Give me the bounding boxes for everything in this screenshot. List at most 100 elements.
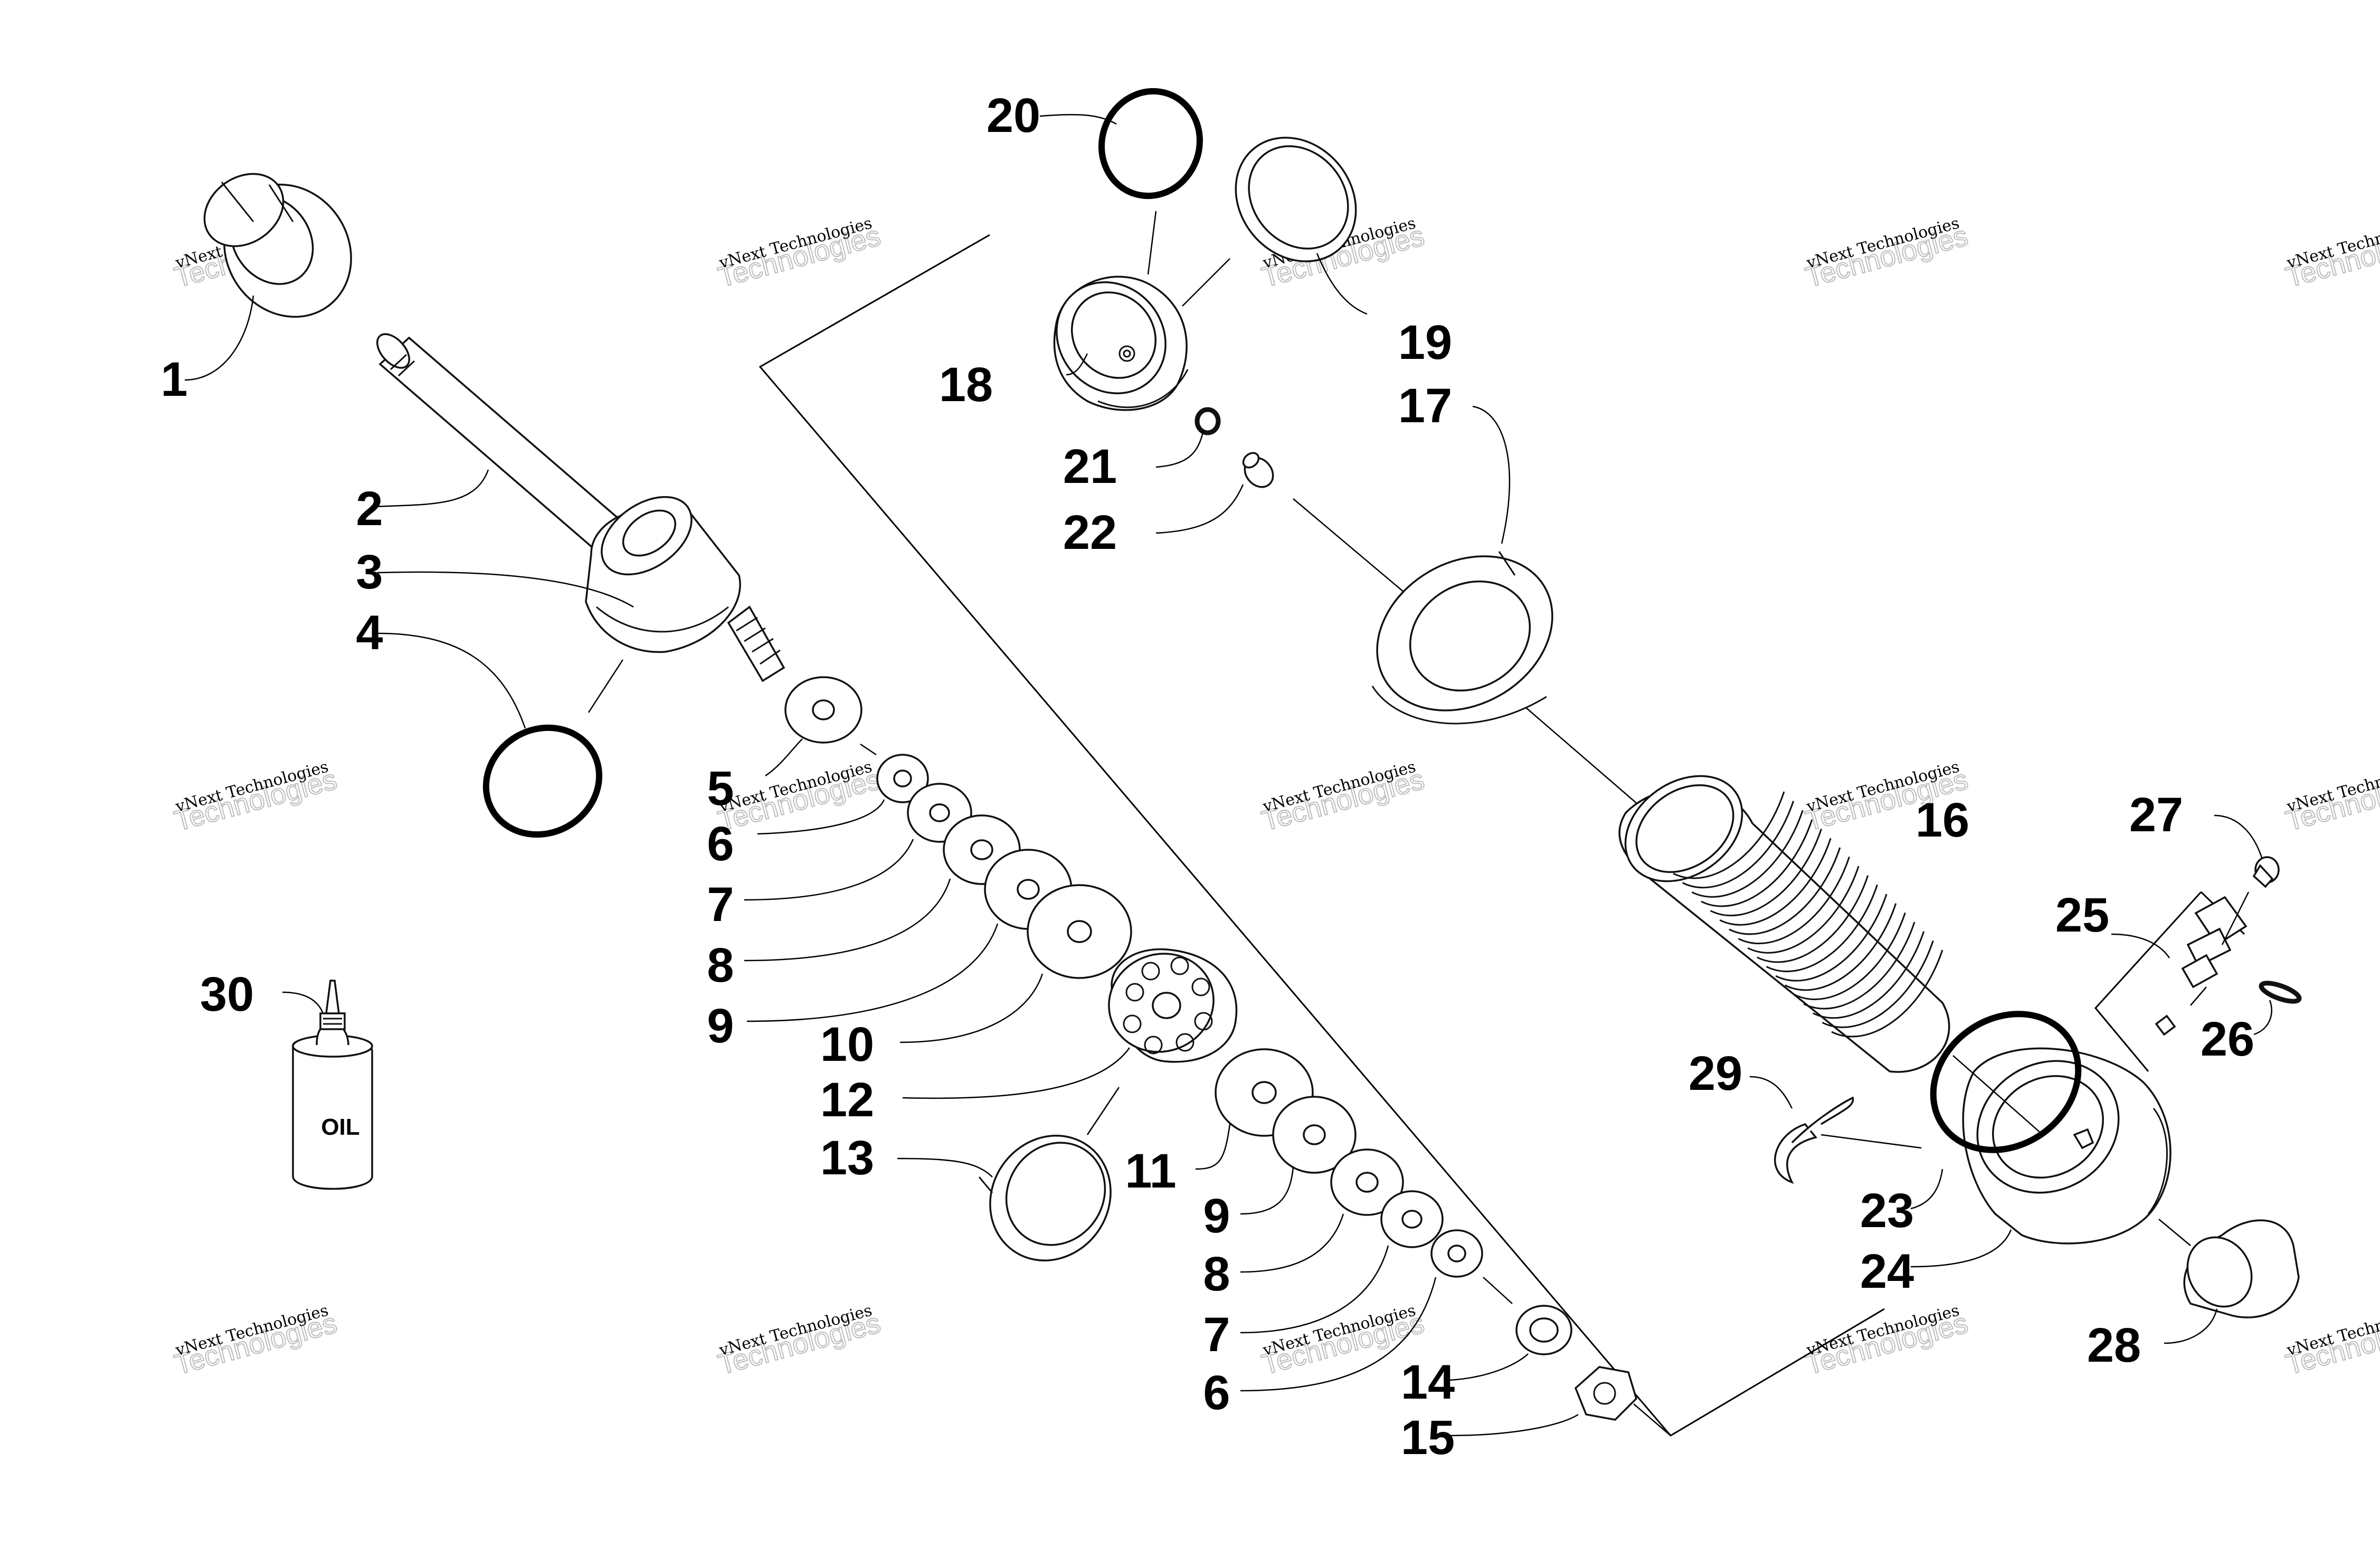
part-30-oil-bottle: OIL: [292, 980, 373, 1190]
oil-label: OIL: [321, 1114, 359, 1140]
part-5-washer: [784, 676, 862, 744]
part-21-o-ring-small: [1194, 407, 1221, 435]
shock-body-rib: [1794, 912, 1906, 1000]
shock-body-rib: [1766, 884, 1878, 972]
part-7-shim-lower: [1380, 1190, 1444, 1248]
callout-9-lower: 9: [1203, 1189, 1230, 1243]
part-29-clip: [1774, 1096, 1922, 1184]
part-9-shim-lower: [1272, 1096, 1357, 1174]
part-1-eyelet-bushing: [203, 173, 352, 318]
callout-7-upper: 7: [707, 878, 734, 932]
callout-6-lower: 6: [1203, 1366, 1230, 1420]
callout-26: 26: [2201, 1012, 2254, 1066]
callout-29: 29: [1689, 1047, 1742, 1100]
valve-subassembly-frame: [2094, 891, 2202, 1072]
part-15-nut: [1574, 1366, 1671, 1436]
callout-leaders: [184, 113, 2272, 1437]
callout-3: 3: [356, 545, 383, 599]
callout-9-upper: 9: [707, 999, 734, 1053]
callout-7-lower: 7: [1203, 1308, 1230, 1362]
shock-body-rib: [1719, 838, 1832, 926]
callout-8-lower: 8: [1203, 1247, 1230, 1301]
part-14-washer: [1515, 1305, 1572, 1355]
callout-15: 15: [1401, 1411, 1455, 1465]
callout-23: 23: [1860, 1184, 1914, 1238]
callout-10: 10: [820, 1018, 874, 1071]
callout-19: 19: [1398, 316, 1452, 369]
part-19-wear-band: [1182, 137, 1357, 307]
stack-axis-line-lower: [1483, 1277, 1513, 1304]
stack-axis-line: [860, 743, 877, 756]
callout-27: 27: [2129, 788, 2183, 842]
shock-body-rib: [1691, 810, 1804, 898]
part-16-shock-body: [1618, 775, 1950, 1073]
part-17-spring-retainer: [1371, 551, 1642, 808]
shock-body-rib: [1831, 949, 1943, 1038]
shock-body-rib: [1682, 801, 1795, 889]
callout-24: 24: [1860, 1245, 1914, 1298]
part-6-shim-upper: [876, 754, 929, 803]
part-10-shim: [1027, 884, 1132, 979]
shock-body-rib: [1785, 903, 1897, 991]
callout-5: 5: [707, 762, 734, 815]
part-18-floating-piston: [1053, 276, 1189, 411]
callout-21: 21: [1063, 440, 1117, 493]
callout-numbers: 1 2 3 4 5 6 7 8 9 10 12 13 11 9 8 7 6 14…: [160, 89, 2254, 1465]
part-13-piston-band: [978, 1087, 1120, 1261]
part-27-valve-cap: [2252, 856, 2280, 888]
shock-body-rib: [1738, 857, 1850, 944]
callout-30: 30: [200, 967, 254, 1021]
part-3-seal-head: [585, 496, 785, 682]
callout-28: 28: [2087, 1318, 2141, 1372]
part-24-body-cap: [1962, 1047, 2172, 1245]
callout-6-upper: 6: [707, 817, 734, 871]
part-26-valve-o-ring: [2259, 981, 2302, 1004]
part-8-shim-lower: [1330, 1148, 1404, 1216]
part-20-o-ring: [1098, 88, 1203, 275]
callout-13: 13: [820, 1131, 874, 1185]
shock-body-ribs: [1673, 791, 1943, 1038]
part-25-valve-core: [2155, 986, 2207, 1036]
part-4-o-ring: [482, 659, 624, 838]
callout-22: 22: [1063, 506, 1117, 559]
callout-11: 11: [1125, 1144, 1176, 1198]
callout-25: 25: [2055, 888, 2109, 942]
shock-body-rib: [1747, 866, 1860, 954]
callout-16: 16: [1916, 793, 1969, 847]
shock-body-rib: [1710, 829, 1823, 917]
callout-4: 4: [356, 606, 383, 660]
shock-body-rib: [1673, 791, 1785, 879]
callout-2: 2: [356, 482, 383, 536]
shock-body-rib: [1803, 922, 1916, 1010]
callout-8-upper: 8: [707, 938, 734, 992]
part-23-o-ring: [1930, 1011, 2082, 1153]
callout-20: 20: [987, 89, 1040, 143]
shock-body-rib: [1757, 875, 1869, 963]
part-28-bushing: [2158, 1219, 2300, 1318]
callout-17: 17: [1398, 379, 1452, 433]
callout-1: 1: [160, 353, 187, 406]
shock-body-rib: [1775, 894, 1888, 982]
shock-body-rib: [1813, 931, 1925, 1019]
part-12-piston: [1108, 948, 1238, 1063]
shock-body-rib: [1822, 940, 1934, 1028]
part-25-valve: [2181, 891, 2250, 989]
subassembly-frame: [758, 234, 1885, 1437]
callout-18: 18: [939, 358, 993, 412]
callout-14: 14: [1401, 1355, 1455, 1409]
shock-body-rib: [1729, 847, 1841, 935]
shock-body-rib: [1701, 819, 1813, 907]
callout-12: 12: [820, 1073, 874, 1127]
